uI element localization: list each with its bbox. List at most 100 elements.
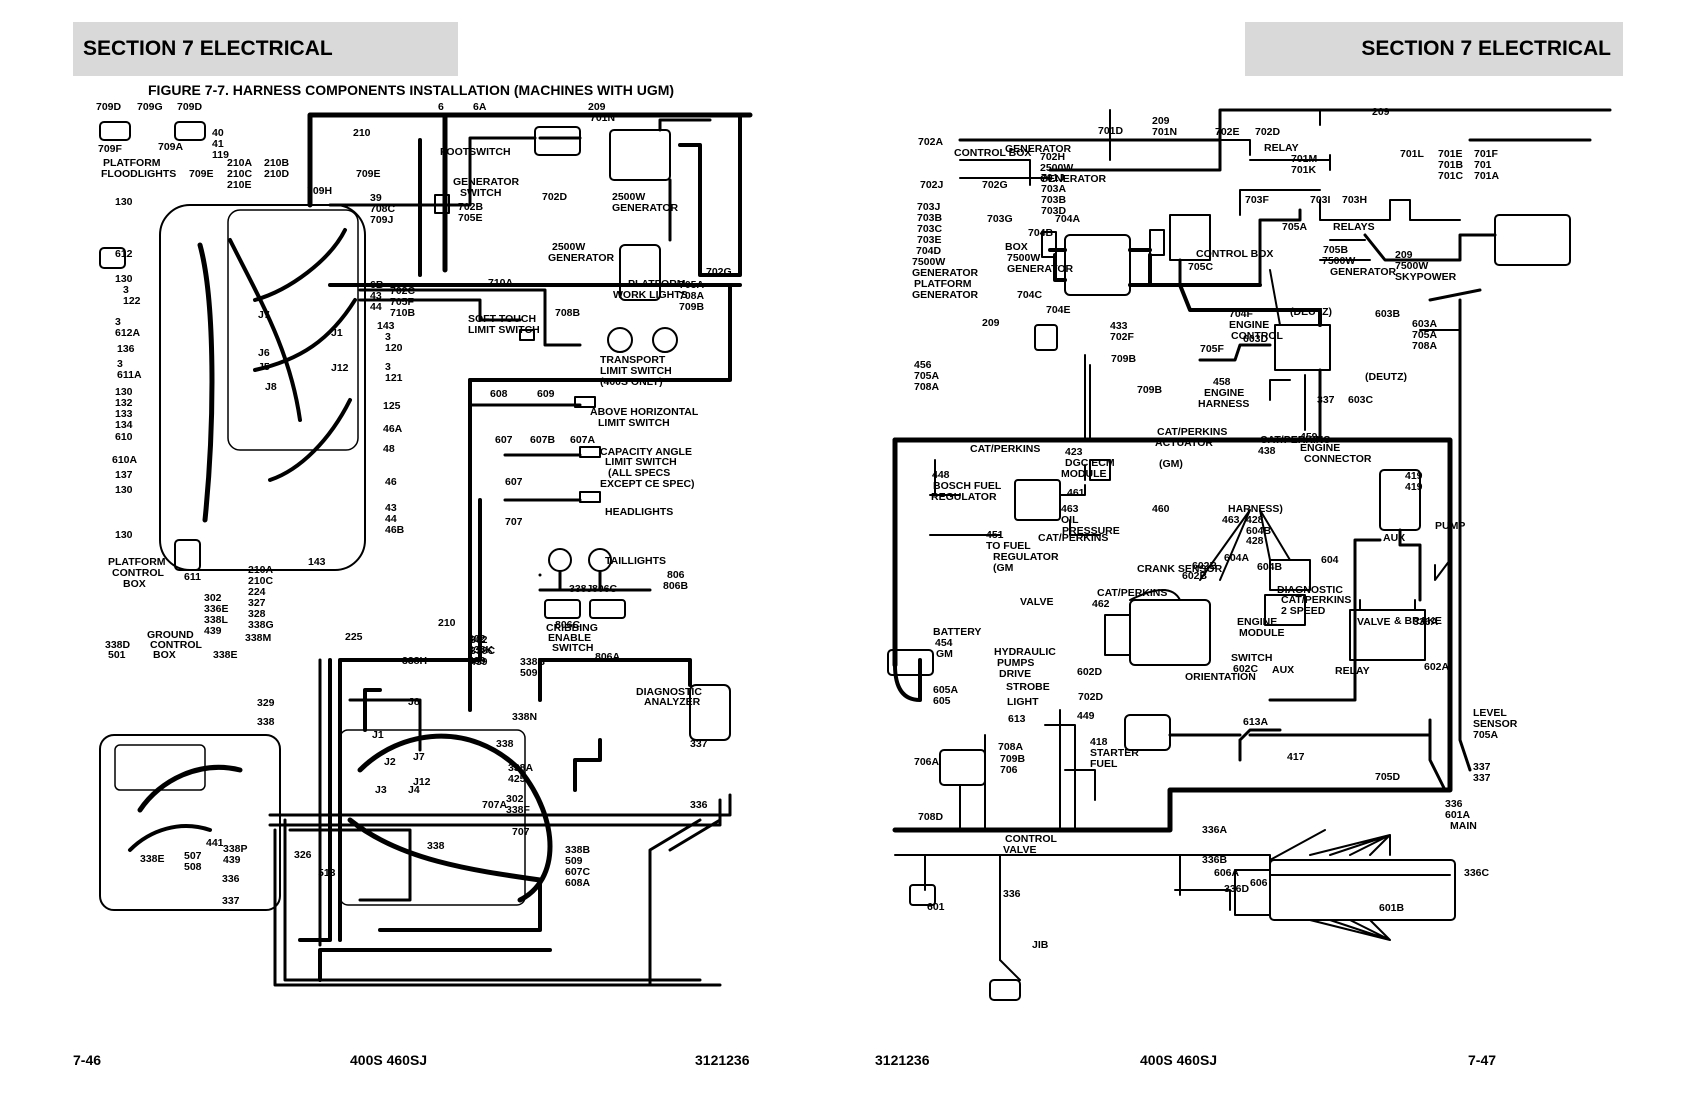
right-diagram-label: 603C — [1348, 394, 1374, 406]
left-diagram-label: 210C — [248, 575, 274, 587]
right-diagram-label: 702E — [1215, 126, 1240, 138]
left-diagram-label: 709D — [177, 101, 203, 113]
left-diagram-label: 709E — [356, 168, 381, 180]
right-diagram-label: 708A — [914, 381, 940, 393]
section-header-left: SECTION 7 ELECTRICAL — [73, 22, 458, 76]
right-diagram-label: DRIVE — [999, 668, 1031, 680]
right-diagram-label: 701C — [1438, 170, 1464, 182]
left-diagram-label: TAILLIGHTS — [605, 555, 666, 567]
right-diagram-label: 706A — [914, 756, 940, 768]
left-diagram-label: 709G — [137, 101, 163, 113]
right-diagram-label: SKYPOWER — [1395, 271, 1457, 283]
right-diagram-label: 701J — [1041, 172, 1065, 184]
right-diagram-label: 336D — [1224, 883, 1250, 895]
right-diagram-label: BOSCH FUEL — [933, 480, 1002, 492]
right-diagram-label: 703B — [1041, 194, 1067, 206]
right-diagram-label: 701 — [1474, 159, 1492, 171]
right-diagram-label: 606 — [1250, 877, 1268, 889]
left-diagram-label: 607 — [495, 434, 513, 446]
left-diagram-label: 2500W — [612, 191, 645, 203]
left-diagram-label: 40 — [212, 127, 224, 139]
left-diagram-label: 132 — [115, 397, 133, 409]
left-diagram-label: 130 — [115, 484, 133, 496]
left-diagram-label: 210C — [227, 168, 253, 180]
left-diagram-label: WORK LIGHTS — [613, 289, 688, 301]
left-diagram-label: 439 — [223, 854, 241, 866]
right-diagram-label: GENERATOR — [912, 289, 979, 301]
right-diagram-label: (DEUTZ) — [1365, 371, 1407, 383]
left-diagram-label: 709E — [189, 168, 214, 180]
left-diagram-label: PLATFORM — [103, 157, 161, 169]
section-header-right: SECTION 7 ELECTRICAL — [1245, 22, 1623, 76]
right-diagram-label: 209 — [1372, 106, 1390, 118]
left-diagram-label: 609 — [537, 388, 555, 400]
right-diagram-label: 709B — [1137, 384, 1163, 396]
left-diagram-label: 806A — [595, 651, 621, 663]
right-diagram-label: (DEUTZ) — [1290, 306, 1332, 318]
left-diagram-label: 338P — [223, 843, 248, 855]
right-diagram-label: 705A — [1282, 221, 1308, 233]
left-diagram-label: 326 — [294, 849, 312, 861]
left-diagram-label: J5 — [258, 361, 270, 373]
right-diagram-label: 7500W — [912, 256, 945, 268]
right-diagram-label: 604B — [1257, 561, 1283, 573]
left-diagram-label: 210A — [248, 564, 274, 576]
left-diagram-label: 439 — [468, 655, 486, 667]
left-diagram-label: 119 — [212, 149, 229, 161]
right-diagram-label: 701B — [1438, 159, 1464, 171]
left-diagram-label: 125 — [383, 400, 401, 412]
right-diagram-label: 433 — [1110, 320, 1128, 332]
right-diagram-label: 601 — [927, 901, 945, 913]
right-diagram-label: 703B — [917, 212, 943, 224]
left-diagram-label: 707 — [505, 516, 523, 528]
right-diagram-label: 603D — [1243, 333, 1269, 345]
left-diagram-label: SWITCH — [552, 642, 593, 654]
right-diagram-label: 417 — [1287, 751, 1305, 763]
left-diagram-label: 709H — [307, 185, 332, 197]
left-diagram-label: LIMIT SWITCH — [605, 456, 677, 468]
right-diagram-label: 460 — [1152, 503, 1170, 515]
right-diagram-label: 701A — [1474, 170, 1500, 182]
right-diagram-label: 602B — [1182, 570, 1208, 582]
left-diagram-label: 338G — [248, 619, 274, 631]
left-diagram-label: 338J — [569, 583, 593, 595]
left-diagram-label: 120 — [385, 342, 403, 354]
right-diagram-label: 613A — [1243, 716, 1269, 728]
right-diagram-label: 704E — [1046, 304, 1071, 316]
right-wiring-diagram — [887, 108, 1612, 1001]
left-diagram-label: GENERATOR — [612, 202, 679, 214]
right-diagram-label: PLATFORM — [914, 278, 972, 290]
right-diagram-label: 601A — [1445, 809, 1471, 821]
left-diagram-label: 41 — [212, 138, 224, 150]
right-diagram-label: 702D — [1078, 691, 1104, 703]
right-diagram-label: 709B — [1111, 353, 1137, 365]
left-diagram-label: 612A — [115, 327, 141, 339]
right-diagram-label: CAT/PERKINS — [1281, 594, 1351, 606]
left-diagram-label: 336E — [204, 603, 229, 615]
right-diagram-label: ALARM — [850, 0, 888, 3]
left-diagram-label: 44 — [370, 301, 382, 313]
left-diagram-label: PLATFORM — [108, 556, 166, 568]
right-diagram-label: 708A — [998, 741, 1024, 753]
right-diagram-label: 702H — [1040, 151, 1065, 163]
right-diagram-label: REGULATOR — [931, 491, 997, 503]
right-diagram-label: 605 — [933, 695, 951, 707]
left-diagram-label: 709A — [158, 141, 184, 153]
left-diagram-label: 336 — [690, 799, 708, 811]
right-diagram-label: (GM — [993, 562, 1014, 574]
left-diagram-label: 210E — [227, 179, 252, 191]
right-diagram-label: 603B — [1375, 308, 1401, 320]
left-diagram-label: 136 — [117, 343, 135, 355]
left-diagram-label: 6 — [438, 101, 444, 113]
left-diagram-label: 43 — [385, 502, 397, 514]
right-diagram-label: ACTUATOR — [1155, 437, 1213, 449]
right-diagram-label: 703D — [1041, 205, 1067, 217]
right-diagram-label: VALVE — [1003, 844, 1036, 856]
left-wiring-diagram — [99, 112, 753, 987]
left-diagram-label: 210A — [227, 157, 253, 169]
right-diagram-label: 456 — [914, 359, 932, 371]
left-diagram-label: J12 — [413, 776, 431, 788]
left-diagram-label: LIMIT SWITCH — [468, 324, 540, 336]
right-diagram-label: BOX — [1005, 241, 1028, 253]
